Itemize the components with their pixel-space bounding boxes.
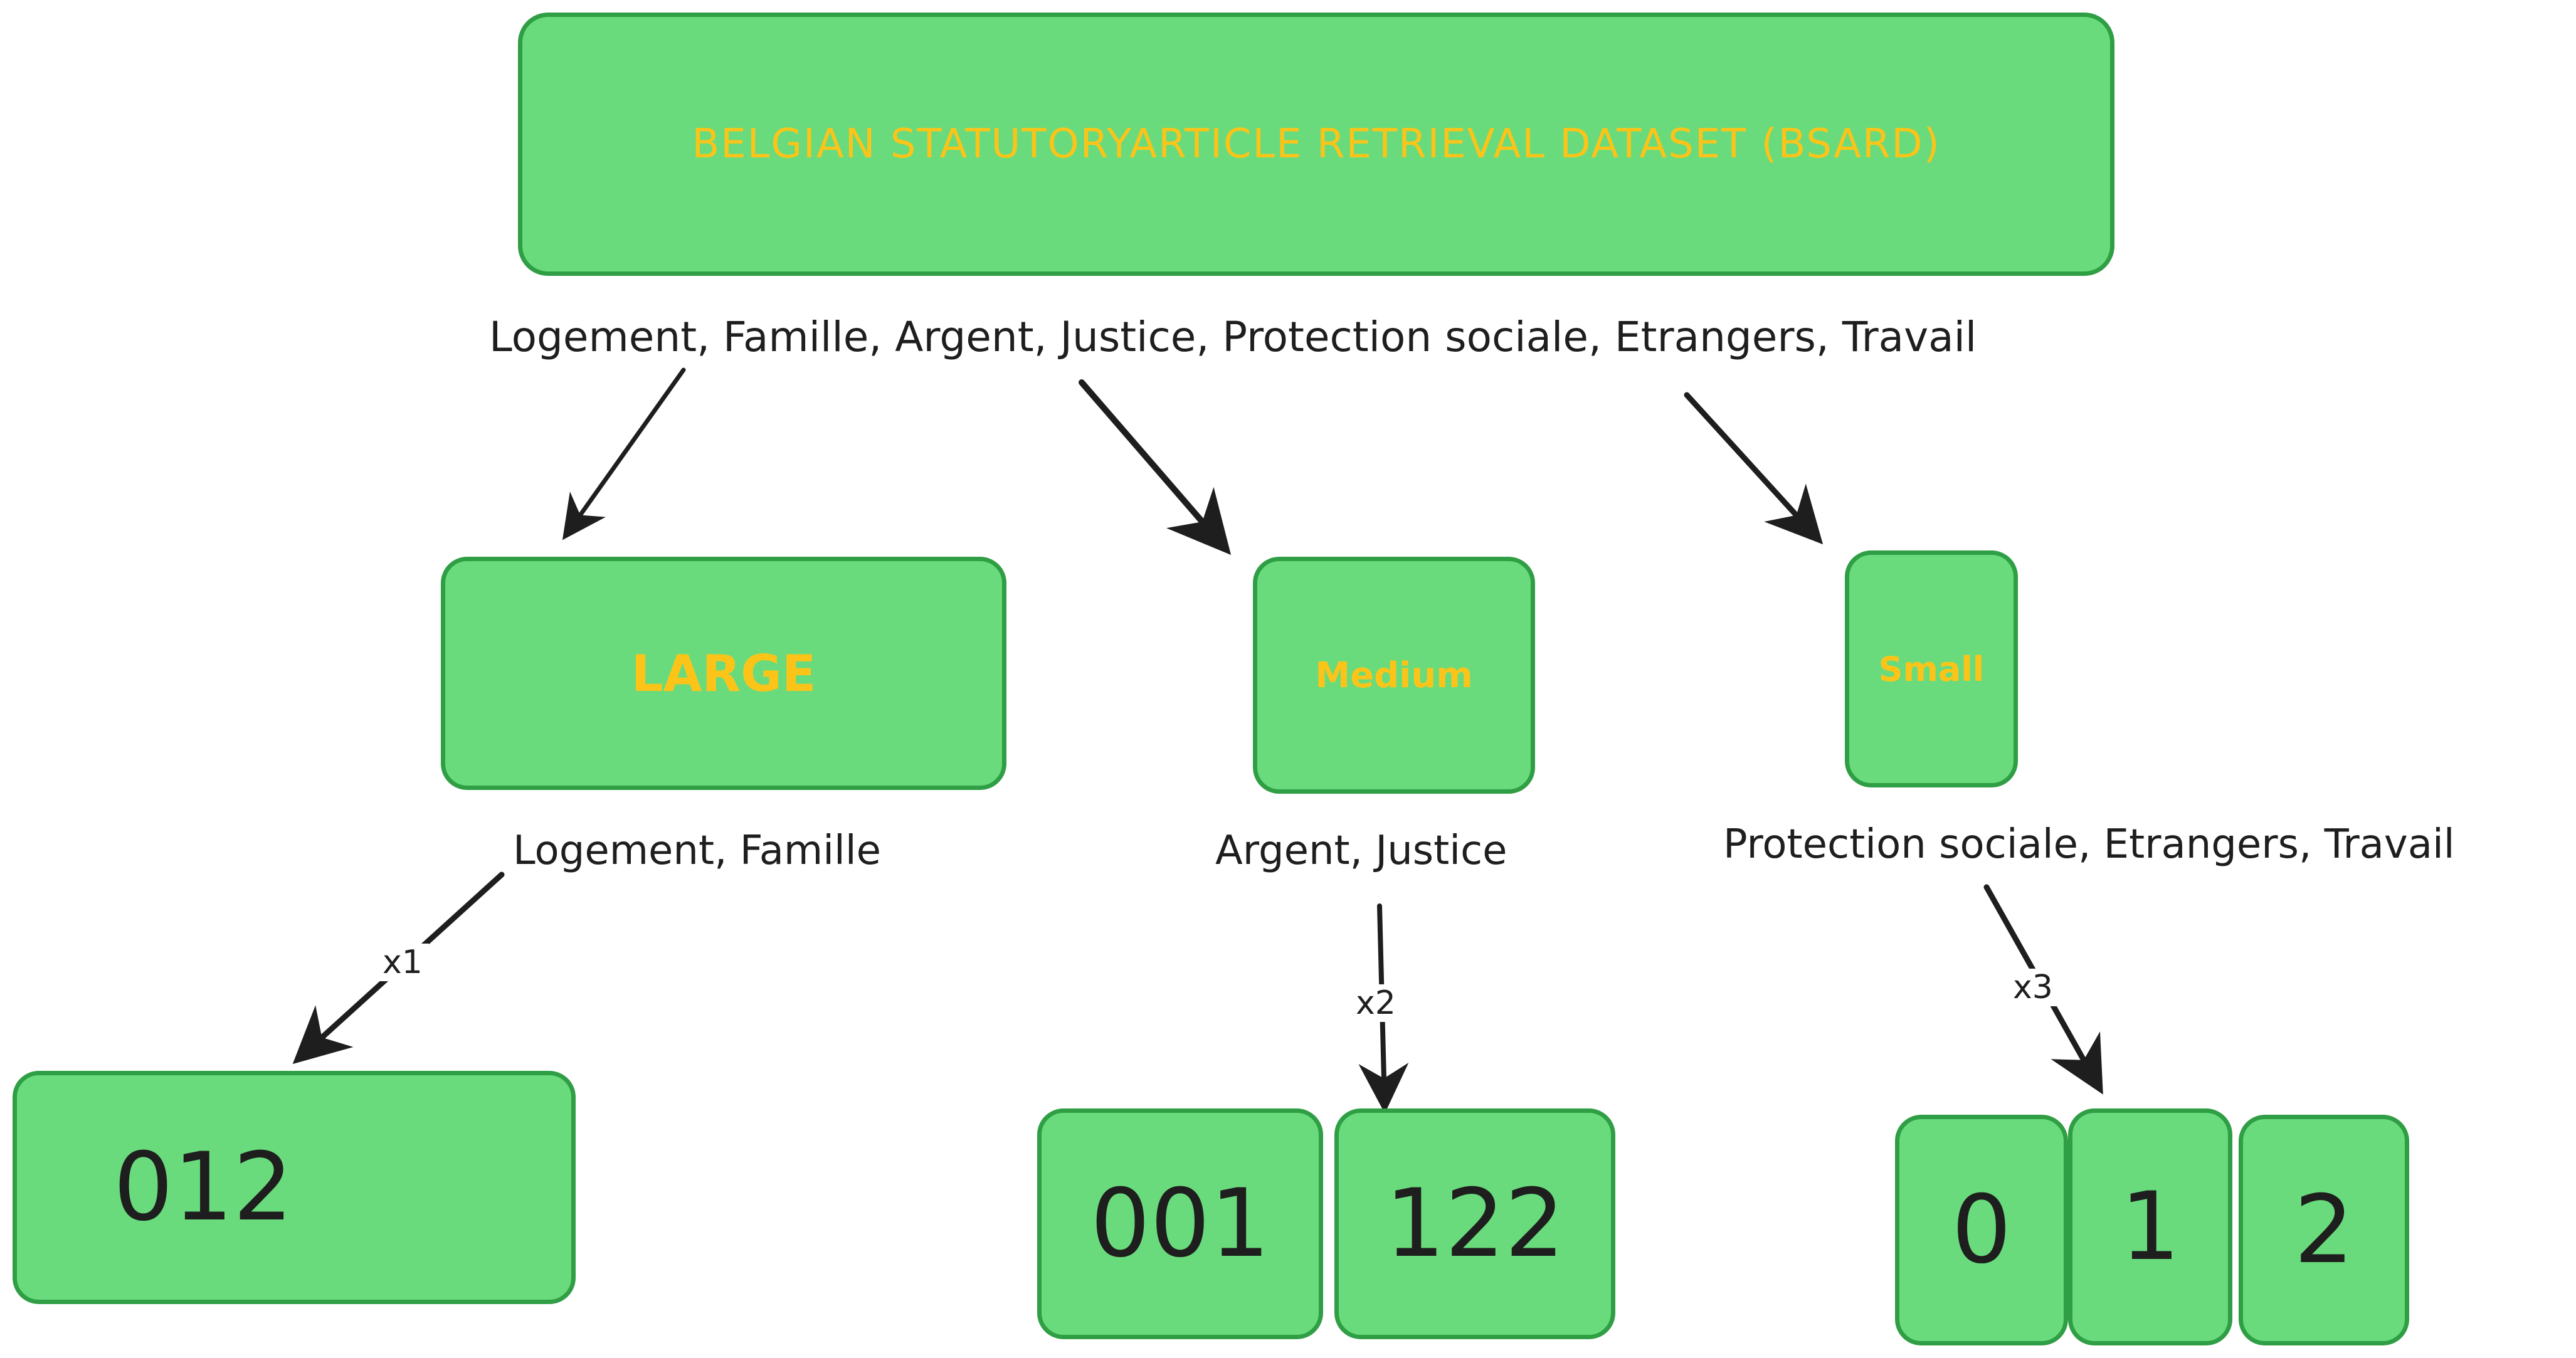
small-multiplier: x3 xyxy=(2007,969,2059,1006)
small-group-value-2: 1 xyxy=(2120,1172,2180,1282)
medium-categories: Argent, Justice xyxy=(1215,828,1507,874)
medium-box: Medium xyxy=(1253,557,1535,794)
large-group-value: 012 xyxy=(113,1133,293,1242)
small-group-box-1: 0 xyxy=(1895,1115,2068,1345)
small-box: Small xyxy=(1845,550,2018,787)
root-title: BELGIAN STATUTORYARTICLE RETRIEVAL DATAS… xyxy=(692,121,1941,167)
small-group-box-3: 2 xyxy=(2239,1115,2409,1345)
large-group-box: 012 xyxy=(13,1071,576,1304)
small-group-value-3: 2 xyxy=(2294,1176,2354,1285)
large-label: LARGE xyxy=(631,644,816,703)
small-categories: Protection sociale, Etrangers, Travail xyxy=(1723,821,2455,868)
small-group-value-1: 0 xyxy=(1951,1176,2012,1285)
medium-group-box-1: 001 xyxy=(1037,1108,1323,1339)
arrow-root-to-large xyxy=(562,367,686,540)
large-categories: Logement, Famille xyxy=(513,828,881,874)
arrow-root-to-medium xyxy=(1079,379,1232,555)
root-box: BELGIAN STATUTORYARTICLE RETRIEVAL DATAS… xyxy=(518,13,2114,276)
root-categories: Logement, Famille, Argent, Justice, Prot… xyxy=(489,313,1977,361)
medium-group-value-2: 122 xyxy=(1385,1169,1565,1278)
small-group-box-2: 1 xyxy=(2068,1108,2232,1345)
small-label: Small xyxy=(1878,649,1985,689)
medium-label: Medium xyxy=(1315,655,1473,696)
medium-group-box-2: 122 xyxy=(1334,1108,1615,1339)
large-multiplier: x1 xyxy=(376,944,429,981)
large-box: LARGE xyxy=(441,557,1006,790)
medium-multiplier: x2 xyxy=(1349,984,1402,1022)
medium-group-value-1: 001 xyxy=(1090,1169,1270,1278)
arrow-root-to-small xyxy=(1684,392,1824,545)
